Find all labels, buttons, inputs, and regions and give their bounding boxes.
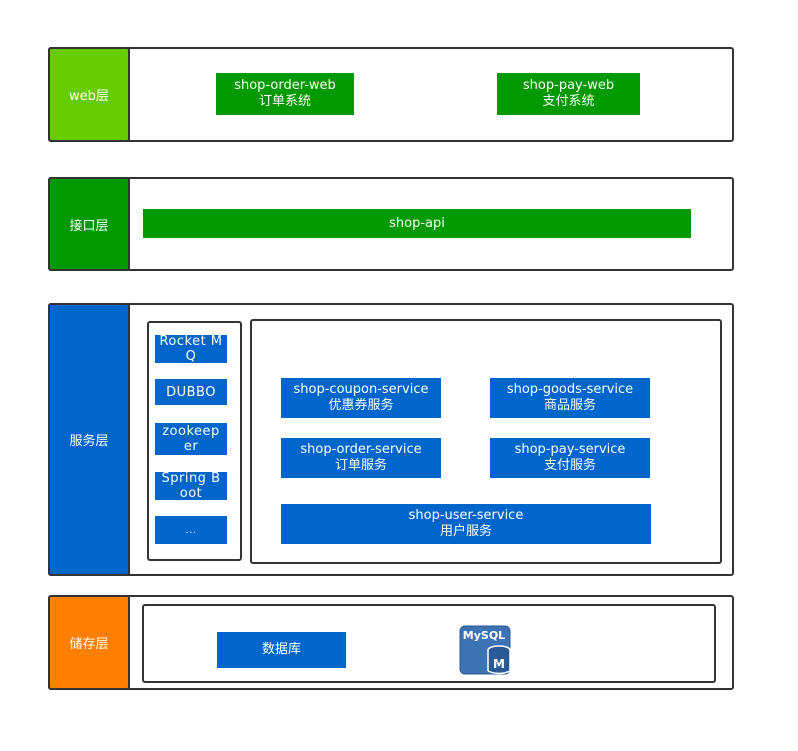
shop-order-web-box: shop-order-web 订单系统 xyxy=(216,73,354,115)
shop-api-box: shop-api xyxy=(143,209,691,238)
tech-spring-boot: Spring Boot xyxy=(155,471,227,501)
shop-order-web-desc: 订单系统 xyxy=(258,94,311,109)
tech-dubbo: DUBBO xyxy=(155,379,227,405)
web-layer: web层 shop-order-web 订单系统 shop-pay-web 支付… xyxy=(48,47,734,142)
storage-layer: 储存层 数据库 MySQL M xyxy=(48,595,734,690)
services-frame: shop-coupon-service 优惠券服务 shop-goods-ser… xyxy=(250,319,722,564)
shop-pay-service-name: shop-pay-service xyxy=(514,442,626,457)
shop-api-name: shop-api xyxy=(389,215,445,231)
shop-order-service-box: shop-order-service 订单服务 xyxy=(281,438,441,478)
tech-rocketmq-label: Rocket MQ xyxy=(159,334,223,364)
service-layer-label-text: 服务层 xyxy=(69,434,109,449)
tech-zookeeper: zookeeper xyxy=(155,423,227,455)
service-layer: 服务层 Rocket MQ DUBBO zookeeper Spring Boo… xyxy=(48,303,734,576)
tech-more-label: ... xyxy=(185,524,197,536)
shop-goods-service-desc: 商品服务 xyxy=(543,398,596,413)
api-layer: 接口层 shop-api xyxy=(48,177,734,271)
tech-stack-frame: Rocket MQ DUBBO zookeeper Spring Boot ..… xyxy=(147,321,242,561)
web-layer-label-text: web层 xyxy=(69,89,109,104)
tech-zookeeper-label: zookeeper xyxy=(162,424,220,454)
tech-rocketmq: Rocket MQ xyxy=(155,334,227,364)
shop-coupon-service-box: shop-coupon-service 优惠券服务 xyxy=(281,378,441,418)
shop-coupon-service-name: shop-coupon-service xyxy=(293,382,429,397)
shop-user-service-desc: 用户服务 xyxy=(439,524,492,539)
shop-order-web-name: shop-order-web xyxy=(234,78,336,93)
shop-pay-web-box: shop-pay-web 支付系统 xyxy=(497,73,640,115)
shop-user-service-name: shop-user-service xyxy=(408,508,524,523)
service-layer-label: 服务层 xyxy=(48,303,130,576)
web-layer-label: web层 xyxy=(48,47,130,142)
shop-pay-web-desc: 支付系统 xyxy=(542,94,595,109)
storage-frame: 数据库 MySQL M xyxy=(142,604,716,683)
storage-layer-label: 储存层 xyxy=(48,595,130,690)
shop-goods-service-name: shop-goods-service xyxy=(506,382,634,397)
tech-more: ... xyxy=(155,516,227,544)
mysql-database-icon: MySQL M xyxy=(459,625,515,677)
shop-pay-web-name: shop-pay-web xyxy=(522,78,615,93)
mysql-icon-letter: M xyxy=(493,657,505,671)
shop-user-service-box: shop-user-service 用户服务 xyxy=(281,504,651,544)
shop-coupon-service-desc: 优惠券服务 xyxy=(328,398,394,413)
mysql-icon-text: MySQL xyxy=(463,629,505,642)
shop-pay-service-desc: 支付服务 xyxy=(543,458,596,473)
shop-goods-service-box: shop-goods-service 商品服务 xyxy=(490,378,650,418)
database-box: 数据库 xyxy=(217,632,346,668)
storage-layer-label-text: 储存层 xyxy=(69,637,109,652)
shop-pay-service-box: shop-pay-service 支付服务 xyxy=(490,438,650,478)
api-layer-label: 接口层 xyxy=(48,177,130,271)
database-label: 数据库 xyxy=(261,642,301,657)
shop-order-service-desc: 订单服务 xyxy=(334,458,387,473)
tech-dubbo-label: DUBBO xyxy=(166,384,216,400)
shop-order-service-name: shop-order-service xyxy=(300,442,422,457)
api-layer-label-text: 接口层 xyxy=(69,218,109,234)
tech-spring-boot-label: Spring Boot xyxy=(161,471,221,501)
